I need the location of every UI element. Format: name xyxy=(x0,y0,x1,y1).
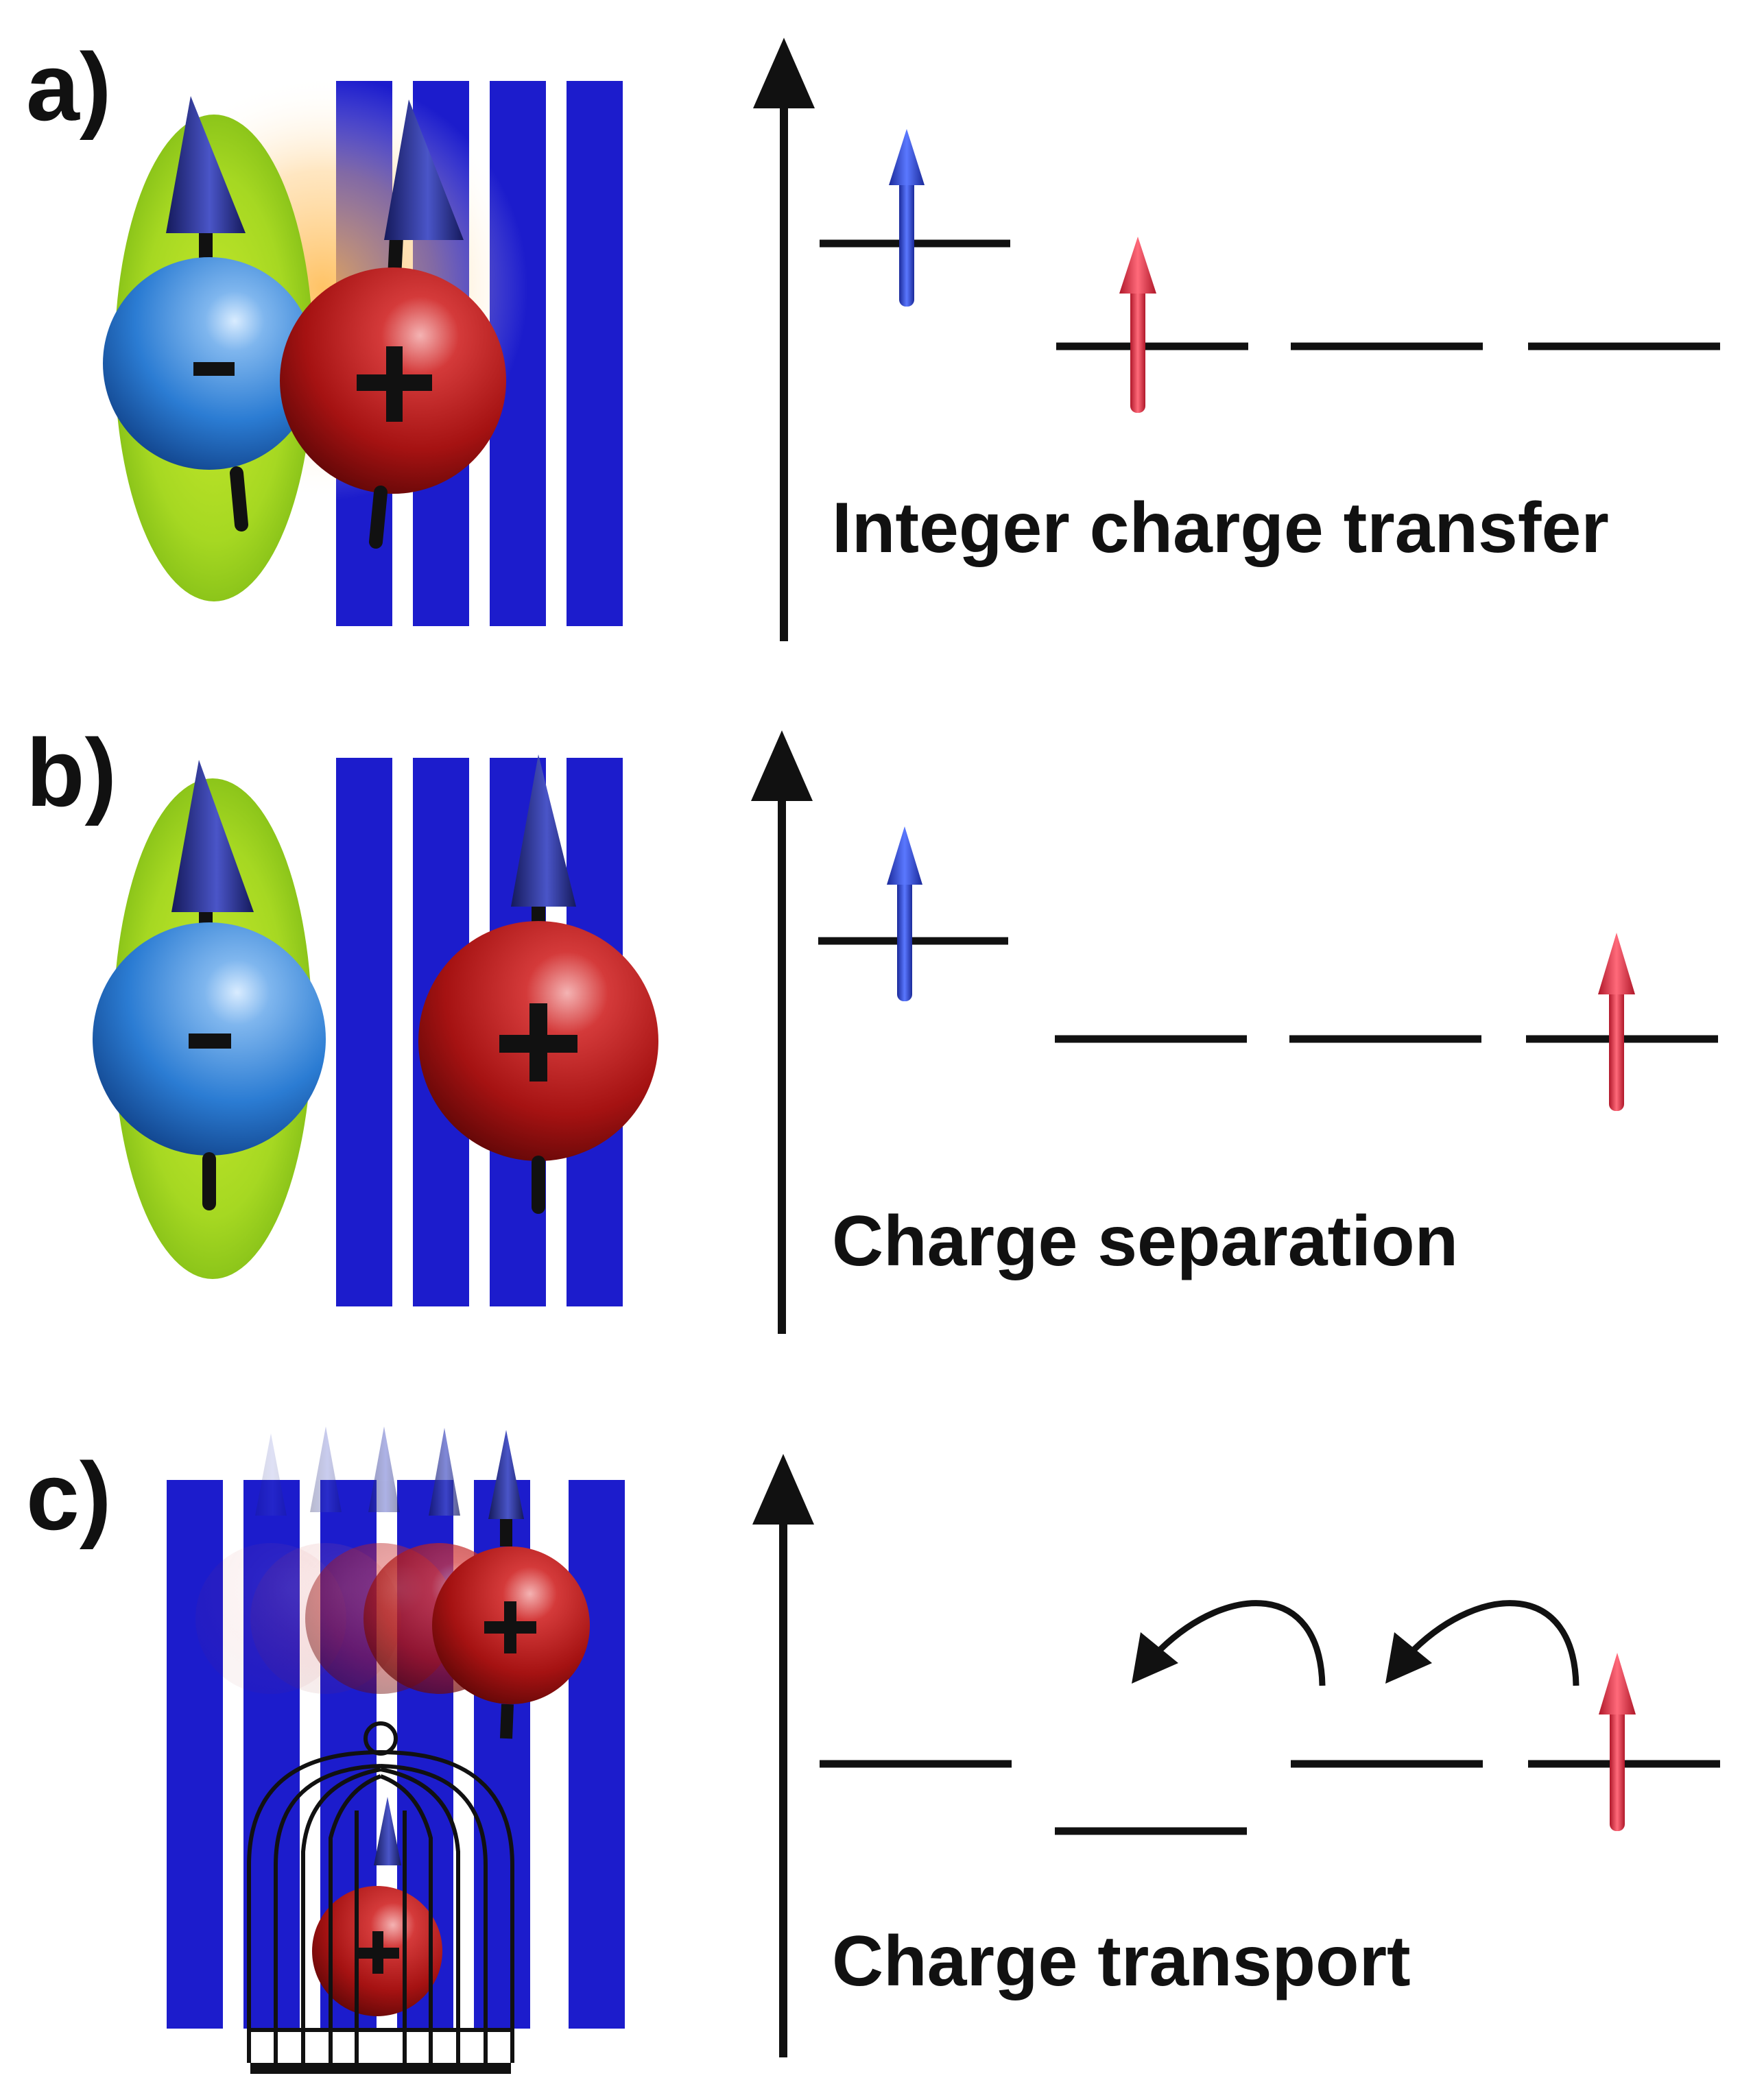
panel-c-letter: c) xyxy=(26,1442,111,1550)
birdcage-icon xyxy=(247,1721,514,2074)
panel-c: c) xyxy=(26,1426,1720,2074)
red-spin-up-arrow-icon xyxy=(1119,237,1156,413)
panel-a-caption: Integer charge transfer xyxy=(832,488,1609,568)
energy-axis-arrowhead-icon xyxy=(752,1454,814,1525)
plus-sign-icon xyxy=(529,1003,547,1082)
stripe xyxy=(567,81,623,626)
stripe xyxy=(167,1480,223,2029)
blue-spin-up-arrow-icon xyxy=(887,826,922,1001)
leading-positive-charge xyxy=(432,1430,590,1739)
panel-a-energy-diagram xyxy=(753,38,1720,641)
spin-arrow-icon xyxy=(429,1428,460,1516)
spin-arrow-icon xyxy=(368,1426,400,1512)
positive-charge xyxy=(418,754,658,1214)
spin-arrow-icon xyxy=(374,1797,401,1865)
hopping-arrow-icon xyxy=(1385,1600,1580,1686)
panel-c-caption: Charge transport xyxy=(832,1922,1411,2001)
panel-b-letter: b) xyxy=(26,719,117,826)
panel-a-letter: a) xyxy=(26,33,111,141)
minus-sign-icon xyxy=(189,1033,231,1049)
trapped-charge xyxy=(312,1797,442,2016)
spin-arrow-icon xyxy=(171,760,254,912)
spin-arrow-icon xyxy=(166,96,246,233)
minus-sign-icon xyxy=(193,362,235,376)
spin-arrow-icon xyxy=(511,754,576,907)
energy-axis-arrowhead-icon xyxy=(751,730,813,801)
stripe xyxy=(569,1480,625,2029)
panel-b-stripes xyxy=(336,758,623,1306)
red-spin-up-arrow-icon xyxy=(1599,1653,1636,1831)
stripe xyxy=(336,758,392,1306)
energy-axis-arrowhead-icon xyxy=(753,38,815,108)
spin-arrow-icon xyxy=(255,1433,287,1516)
panel-b: b) xyxy=(26,719,1718,1334)
spin-arrow-icon xyxy=(488,1430,524,1519)
plus-sign-icon xyxy=(504,1601,516,1653)
plus-sign-icon xyxy=(386,346,403,422)
moving-charge-trail xyxy=(195,1426,590,1739)
red-spin-up-arrow-icon xyxy=(1598,933,1635,1111)
negative-charge xyxy=(103,96,315,531)
blue-spin-up-arrow-icon xyxy=(889,129,925,307)
panel-c-energy-diagram xyxy=(752,1454,1720,2057)
plus-sign-icon xyxy=(372,1931,383,1974)
panel-a: a) xyxy=(26,33,1720,641)
positive-charge xyxy=(280,99,506,549)
hopping-arrow-icon xyxy=(1132,1600,1326,1686)
panel-b-caption: Charge separation xyxy=(832,1202,1458,1281)
panel-b-energy-diagram xyxy=(751,730,1718,1334)
negative-charge xyxy=(93,760,326,1210)
spin-axis xyxy=(369,486,388,549)
spin-arrow-icon xyxy=(384,99,464,240)
spin-axis xyxy=(230,466,248,531)
spin-arrow-icon xyxy=(310,1426,342,1512)
spin-axis xyxy=(500,1704,514,1739)
